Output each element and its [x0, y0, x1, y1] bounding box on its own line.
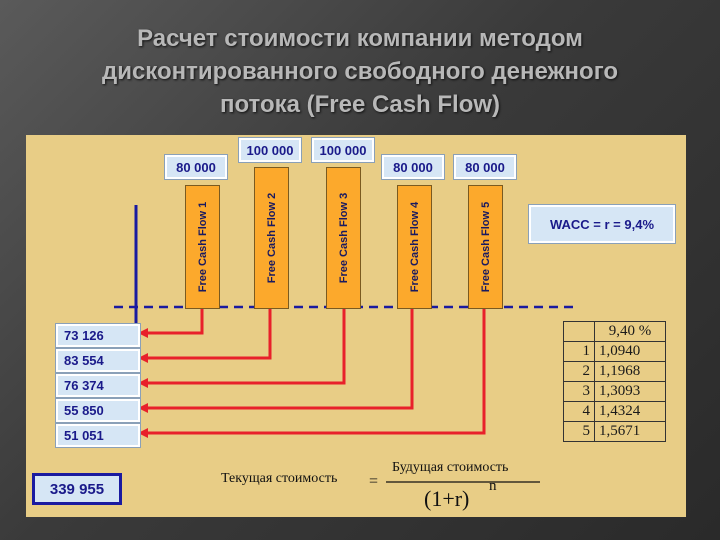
table-factor: 1,5671: [594, 421, 666, 442]
discount-arrow-1: [138, 309, 204, 338]
cash-flow-label-3: Free Cash Flow 3: [337, 192, 350, 284]
discount-factor-table: 9,40 % 1 1,0940 2 1,1968 3 1,3093 4 1,43…: [563, 321, 666, 442]
title-line-1: Расчет стоимости компании методом: [137, 25, 583, 52]
table-factor: 1,1968: [594, 361, 666, 382]
discount-arrow-2: [138, 309, 272, 363]
present-value-5: 51 051: [55, 423, 141, 448]
wacc-box: WACC = r = 9,4%: [528, 204, 676, 244]
table-period: 5: [563, 421, 595, 442]
present-value-1: 73 126: [55, 323, 141, 348]
cash-flow-bar-4: Free Cash Flow 4: [397, 185, 432, 309]
table-factor: 1,4324: [594, 401, 666, 422]
cash-flow-bar-3: Free Cash Flow 3: [326, 167, 361, 309]
table-factor: 1,0940: [594, 341, 666, 362]
present-value-3: 76 374: [55, 373, 141, 398]
table-period: 3: [563, 381, 595, 402]
table-rate-header: 9,40 %: [594, 321, 666, 342]
cash-flow-bar-1: Free Cash Flow 1: [185, 185, 220, 309]
discount-arrow-3: [138, 309, 346, 388]
cash-flow-label-5: Free Cash Flow 5: [479, 201, 492, 293]
formula-exponent: n: [489, 478, 497, 494]
discount-arrow-5: [138, 309, 486, 438]
formula-equals: =: [369, 473, 379, 490]
cash-flow-label-1: Free Cash Flow 1: [196, 201, 209, 293]
table-row: 2 1,1968: [563, 361, 666, 382]
cash-flow-value-4: 80 000: [381, 154, 445, 180]
table-row: 1 1,0940: [563, 341, 666, 362]
table-row: 4 1,4324: [563, 401, 666, 422]
table-header-row: 9,40 %: [563, 321, 666, 342]
table-row: 3 1,3093: [563, 381, 666, 402]
table-period: 4: [563, 401, 595, 422]
formula-left: Текущая стоимость: [221, 471, 338, 486]
diagram-panel: 80 000 100 000 100 000 80 000 80 000 Fre…: [26, 135, 686, 517]
title-line-2: дисконтированного свободного денежного: [101, 58, 619, 85]
cash-flow-bar-5: Free Cash Flow 5: [468, 185, 503, 309]
cash-flow-value-1: 80 000: [164, 154, 228, 180]
total-value: 339 955: [32, 473, 122, 505]
table-cell-empty: [563, 321, 595, 342]
cash-flow-label-4: Free Cash Flow 4: [408, 201, 421, 293]
present-value-2: 83 554: [55, 348, 141, 373]
title-line-3: потока (Free Cash Flow): [219, 91, 501, 118]
discount-arrow-4: [138, 309, 414, 413]
table-factor: 1,3093: [594, 381, 666, 402]
cash-flow-value-5: 80 000: [453, 154, 517, 180]
present-value-4: 55 850: [55, 398, 141, 423]
formula-numerator: Будущая стоимость: [392, 460, 509, 475]
slide-title: Расчет стоимости компании методом дискон…: [0, 22, 720, 121]
cash-flow-label-2: Free Cash Flow 2: [265, 192, 278, 284]
cash-flow-value-3: 100 000: [311, 137, 375, 163]
cash-flow-value-2: 100 000: [238, 137, 302, 163]
table-period: 2: [563, 361, 595, 382]
cash-flow-bar-2: Free Cash Flow 2: [254, 167, 289, 309]
formula-denominator: (1+r): [424, 486, 470, 511]
table-row: 5 1,5671: [563, 421, 666, 442]
table-period: 1: [563, 341, 595, 362]
